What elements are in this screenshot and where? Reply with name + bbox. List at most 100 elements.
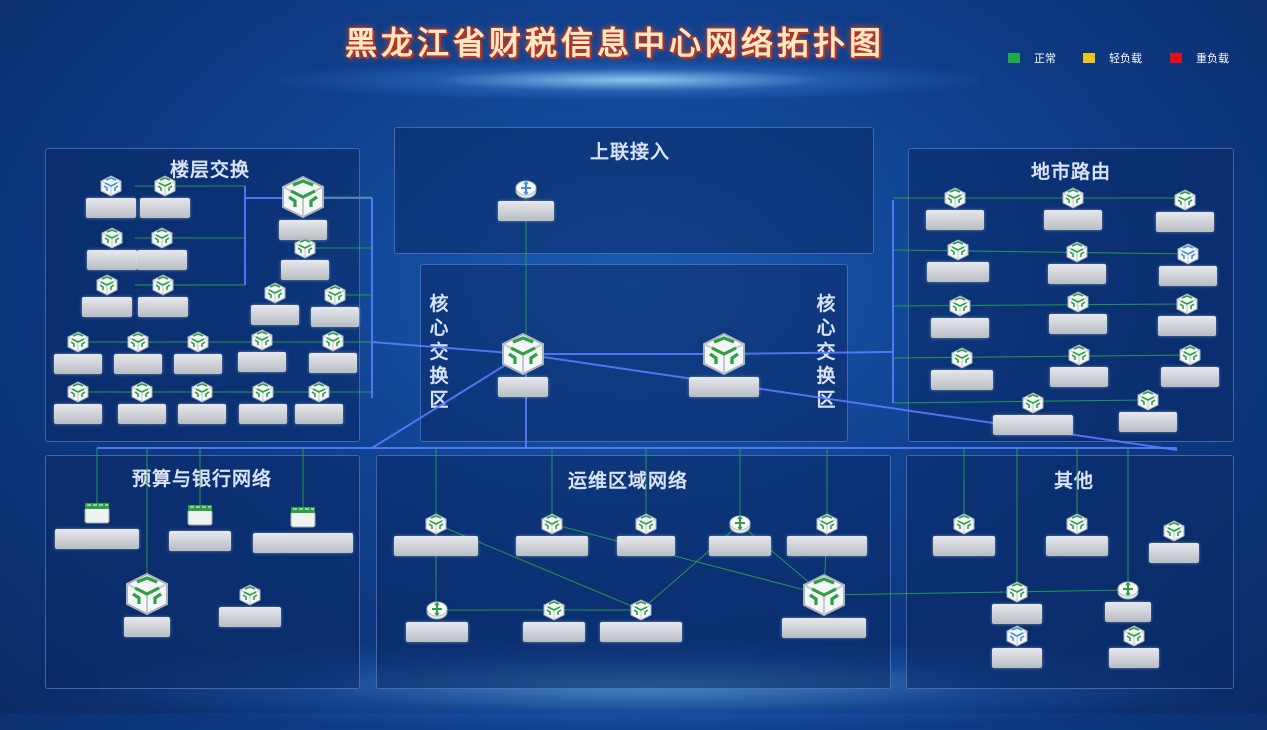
device-node[interactable] [944, 187, 966, 209]
core-switch-icon [125, 572, 169, 620]
device-node[interactable] [425, 513, 447, 535]
device-node[interactable] [1006, 581, 1028, 603]
device-label-redacted [523, 622, 585, 642]
device-node[interactable] [515, 178, 537, 200]
access-link [892, 249, 1189, 255]
device-label-redacted [394, 536, 478, 556]
switch-icon [1067, 291, 1089, 317]
device-node[interactable] [127, 331, 149, 353]
switch-icon [191, 381, 213, 407]
device-node[interactable] [816, 513, 838, 535]
device-node[interactable] [949, 295, 971, 317]
device-label-redacted [178, 404, 226, 424]
device-node[interactable] [96, 274, 118, 296]
device-node[interactable] [290, 506, 316, 532]
device-node[interactable] [635, 513, 657, 535]
device-node[interactable] [501, 332, 545, 376]
panel-title-uplink: 上联接入 [590, 141, 671, 163]
device-node[interactable] [308, 381, 330, 403]
device-node[interactable] [702, 332, 746, 376]
trunk-link [371, 341, 524, 355]
device-node[interactable] [1179, 344, 1201, 366]
device-node[interactable] [1137, 389, 1159, 411]
device-label-redacted [617, 536, 675, 556]
device-label-redacted [992, 648, 1042, 668]
device-node[interactable] [324, 284, 346, 306]
device-node[interactable] [1022, 392, 1044, 414]
device-label-redacted [137, 250, 187, 270]
device-node[interactable] [294, 237, 316, 259]
switch-icon [1066, 241, 1088, 267]
device-label-redacted [992, 604, 1042, 624]
device-node[interactable] [541, 513, 563, 535]
switch-icon [944, 187, 966, 213]
device-node[interactable] [729, 513, 751, 535]
device-node[interactable] [131, 381, 153, 403]
switch-icon [322, 330, 344, 356]
device-label-redacted [933, 536, 995, 556]
panel-title-ops: 运维区域网络 [568, 470, 689, 492]
device-node[interactable] [1163, 520, 1185, 542]
device-node[interactable] [187, 504, 213, 530]
legend-item-light: 轻负载 [1083, 50, 1142, 66]
switch-icon [151, 227, 173, 253]
device-node[interactable] [1066, 513, 1088, 535]
device-node[interactable] [802, 573, 846, 617]
device-node[interactable] [100, 175, 122, 197]
device-node[interactable] [151, 227, 173, 249]
device-node[interactable] [543, 599, 565, 621]
switch-icon [1006, 581, 1028, 607]
device-node[interactable] [264, 282, 286, 304]
device-node[interactable] [953, 513, 975, 535]
device-label-redacted [54, 404, 102, 424]
device-node[interactable] [125, 572, 169, 616]
device-node[interactable] [191, 381, 213, 403]
access-link [892, 354, 1191, 359]
title-glow [280, 60, 980, 100]
device-node[interactable] [187, 331, 209, 353]
device-node[interactable] [67, 381, 89, 403]
panel-title-budget: 预算与银行网络 [132, 468, 273, 490]
switch-icon [947, 239, 969, 265]
device-label-redacted [138, 297, 188, 317]
device-node[interactable] [1123, 625, 1145, 647]
trunk-link [371, 353, 524, 449]
device-node[interactable] [251, 329, 273, 351]
switch-icon [1123, 625, 1145, 651]
device-node[interactable] [322, 330, 344, 352]
device-node[interactable] [951, 347, 973, 369]
device-node[interactable] [154, 175, 176, 197]
core-switch-icon [802, 573, 846, 621]
device-node[interactable] [84, 502, 110, 528]
device-node[interactable] [152, 274, 174, 296]
router-icon [426, 601, 448, 625]
device-node[interactable] [281, 175, 325, 219]
device-label-redacted [1044, 210, 1102, 230]
router-icon [515, 180, 537, 204]
device-node[interactable] [630, 599, 652, 621]
device-node[interactable] [1174, 189, 1196, 211]
device-label-redacted [1050, 367, 1108, 387]
switch-icon [252, 381, 274, 407]
access-link [551, 523, 825, 596]
device-node[interactable] [239, 584, 261, 606]
device-node[interactable] [426, 599, 448, 621]
device-node[interactable] [1117, 579, 1139, 601]
switch-icon [67, 331, 89, 357]
device-node[interactable] [101, 227, 123, 249]
panel-title-core-right: 核心交换区 [816, 293, 836, 411]
legend-label-heavy: 重负载 [1196, 52, 1229, 65]
device-node[interactable] [1066, 241, 1088, 263]
legend-item-normal: 正常 [1008, 50, 1056, 66]
trunk-link [723, 351, 894, 355]
device-node[interactable] [1176, 293, 1198, 315]
device-node[interactable] [947, 239, 969, 261]
device-label-redacted [1046, 536, 1108, 556]
device-node[interactable] [1062, 187, 1084, 209]
device-node[interactable] [1006, 625, 1028, 647]
device-node[interactable] [1068, 344, 1090, 366]
device-node[interactable] [67, 331, 89, 353]
device-node[interactable] [1177, 243, 1199, 265]
device-node[interactable] [1067, 291, 1089, 313]
device-node[interactable] [252, 381, 274, 403]
